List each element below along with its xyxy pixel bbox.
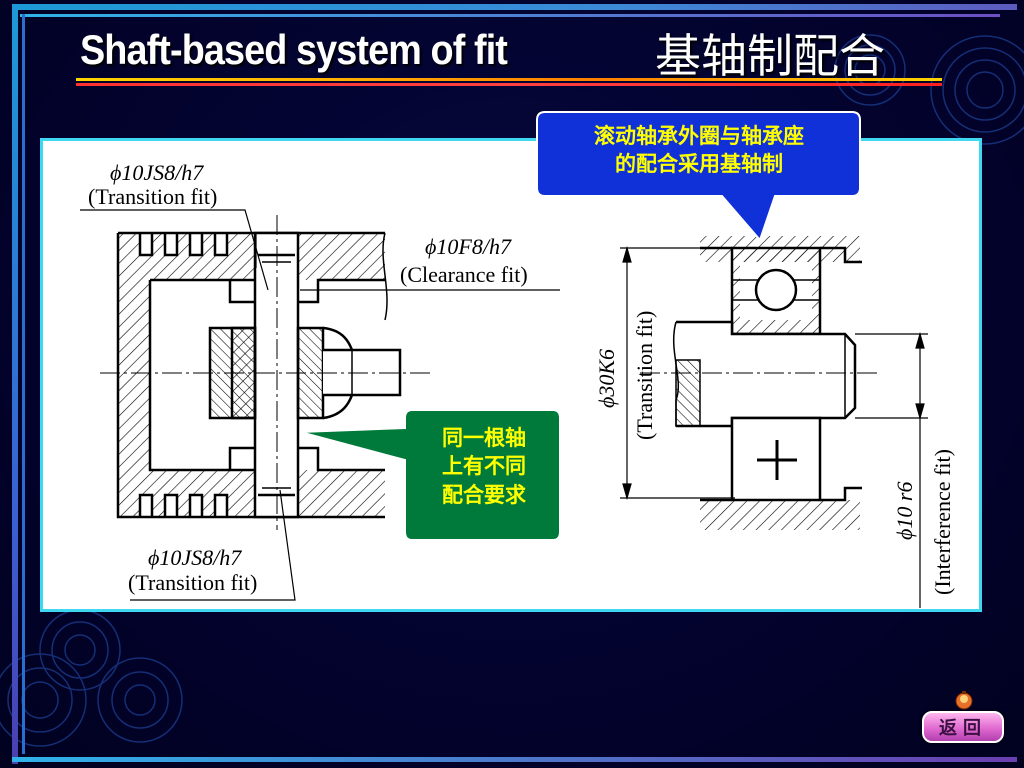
frame-left-line: [22, 14, 25, 754]
bearing-callout-line1: 滚动轴承外圈与轴承座: [594, 123, 804, 148]
return-button[interactable]: 返回: [922, 711, 1004, 743]
shaft-callout-text: 同一根轴 上有不同 配合要求: [410, 424, 558, 509]
left-assembly: [116, 231, 402, 519]
bearing-callout-line2: 的配合采用基轴制: [615, 151, 783, 177]
frame-top-line: [20, 14, 1000, 17]
bearing-callout: [536, 111, 861, 242]
shaft-fit-label: ϕ10 r6: [892, 482, 917, 540]
housing-fit-desc: (Transition fit): [632, 311, 657, 440]
frame-left-bar: [12, 4, 18, 764]
shaft-callout-line3: 配合要求: [442, 481, 526, 507]
slide-title-english: Shaft-based system of fit: [80, 26, 508, 73]
top-left-fit-desc: (Transition fit): [88, 184, 217, 209]
shaft-callout-line1: 同一根轴: [442, 425, 526, 450]
right-fit-label: ϕ10F8/h7: [425, 234, 512, 259]
title-underline-yellow: [76, 78, 942, 81]
title-underline-red: [76, 83, 942, 86]
top-left-fit-label: ϕ10JS8/h7: [110, 160, 204, 185]
right-assembly: [672, 236, 862, 530]
bottom-fit-label: ϕ10JS8/h7: [148, 545, 242, 570]
frame-bottom-bar: [12, 757, 1017, 762]
bell-icon: [955, 691, 973, 710]
shaft-callout: [299, 409, 561, 541]
right-fit-desc: (Clearance fit): [400, 262, 528, 287]
slide-title-chinese: 基轴制配合: [655, 29, 885, 83]
frame-top-bar: [12, 4, 1017, 10]
shaft-callout-line2: 上有不同: [442, 453, 526, 479]
shaft-fit-desc: (Interference fit): [930, 449, 955, 595]
bottom-fit-desc: (Transition fit): [128, 570, 257, 595]
bearing-callout-text: 滚动轴承外圈与轴承座 的配合采用基轴制: [540, 122, 858, 179]
housing-fit-label: ϕ30K6: [594, 349, 619, 408]
